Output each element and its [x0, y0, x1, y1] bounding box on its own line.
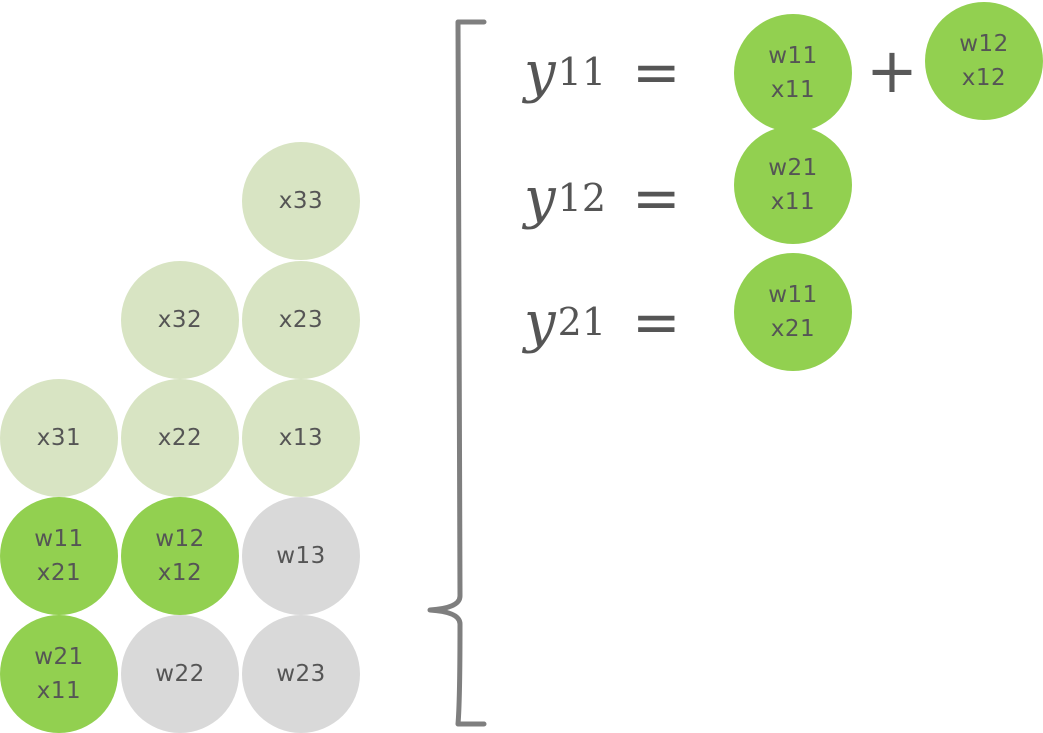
equation-subscript: 12	[557, 176, 606, 220]
equals-sign: =	[632, 288, 681, 356]
term-label-weight: w12	[959, 31, 1009, 57]
term-label-weight: w11	[768, 282, 818, 308]
circle-w22: w22	[121, 615, 239, 733]
circle-w13: w13	[242, 497, 360, 615]
term-label-input: x21	[770, 316, 816, 342]
circle-x31: x31	[0, 379, 118, 497]
term-w21-x11: w21 x11	[734, 126, 852, 244]
circle-label-input: x11	[36, 678, 82, 704]
circle-label-input: x21	[36, 560, 82, 586]
circle-label-weight: w12	[155, 526, 205, 552]
circle-label-weight: w21	[34, 644, 84, 670]
circle-label: w23	[276, 661, 326, 687]
brace-path	[427, 19, 487, 727]
circle-label-weight: w11	[34, 526, 84, 552]
equals-sign: =	[632, 38, 681, 106]
circle-label: x13	[278, 425, 324, 451]
term-label-input: x11	[770, 77, 816, 103]
term-w11-x21: w11 x21	[734, 253, 852, 371]
equation-variable: y	[524, 289, 556, 355]
circle-x13: x13	[242, 379, 360, 497]
term-label-weight: w21	[768, 155, 818, 181]
equals-sign: =	[632, 164, 681, 232]
term-w12-x12: w12 x12	[925, 2, 1043, 120]
circle-w23: w23	[242, 615, 360, 733]
equation-variable: y	[524, 39, 556, 105]
circle-x23: x23	[242, 261, 360, 379]
circle-x32: x32	[121, 261, 239, 379]
circle-label: x22	[157, 425, 203, 451]
term-label-input: x12	[961, 65, 1007, 91]
circle-x22: x22	[121, 379, 239, 497]
circle-label: w13	[276, 543, 326, 569]
circle-label: x31	[36, 425, 82, 451]
plus-sign: +	[866, 33, 918, 107]
term-label-weight: w11	[768, 43, 818, 69]
equation-subscript: 11	[557, 50, 606, 94]
term-w11-x11: w11 x11	[734, 14, 852, 132]
circle-w21-x11: w21 x11	[0, 615, 118, 733]
circle-label: x33	[278, 188, 324, 214]
term-label-input: x11	[770, 189, 816, 215]
equation-subscript: 21	[557, 300, 606, 344]
circle-label: w22	[155, 661, 205, 687]
circle-w12-x12: w12 x12	[121, 497, 239, 615]
circle-label: x23	[278, 307, 324, 333]
circle-w11-x21: w11 x21	[0, 497, 118, 615]
circle-x33: x33	[242, 142, 360, 260]
circle-label-input: x12	[157, 560, 203, 586]
equation-variable: y	[524, 165, 556, 231]
circle-label: x32	[157, 307, 203, 333]
